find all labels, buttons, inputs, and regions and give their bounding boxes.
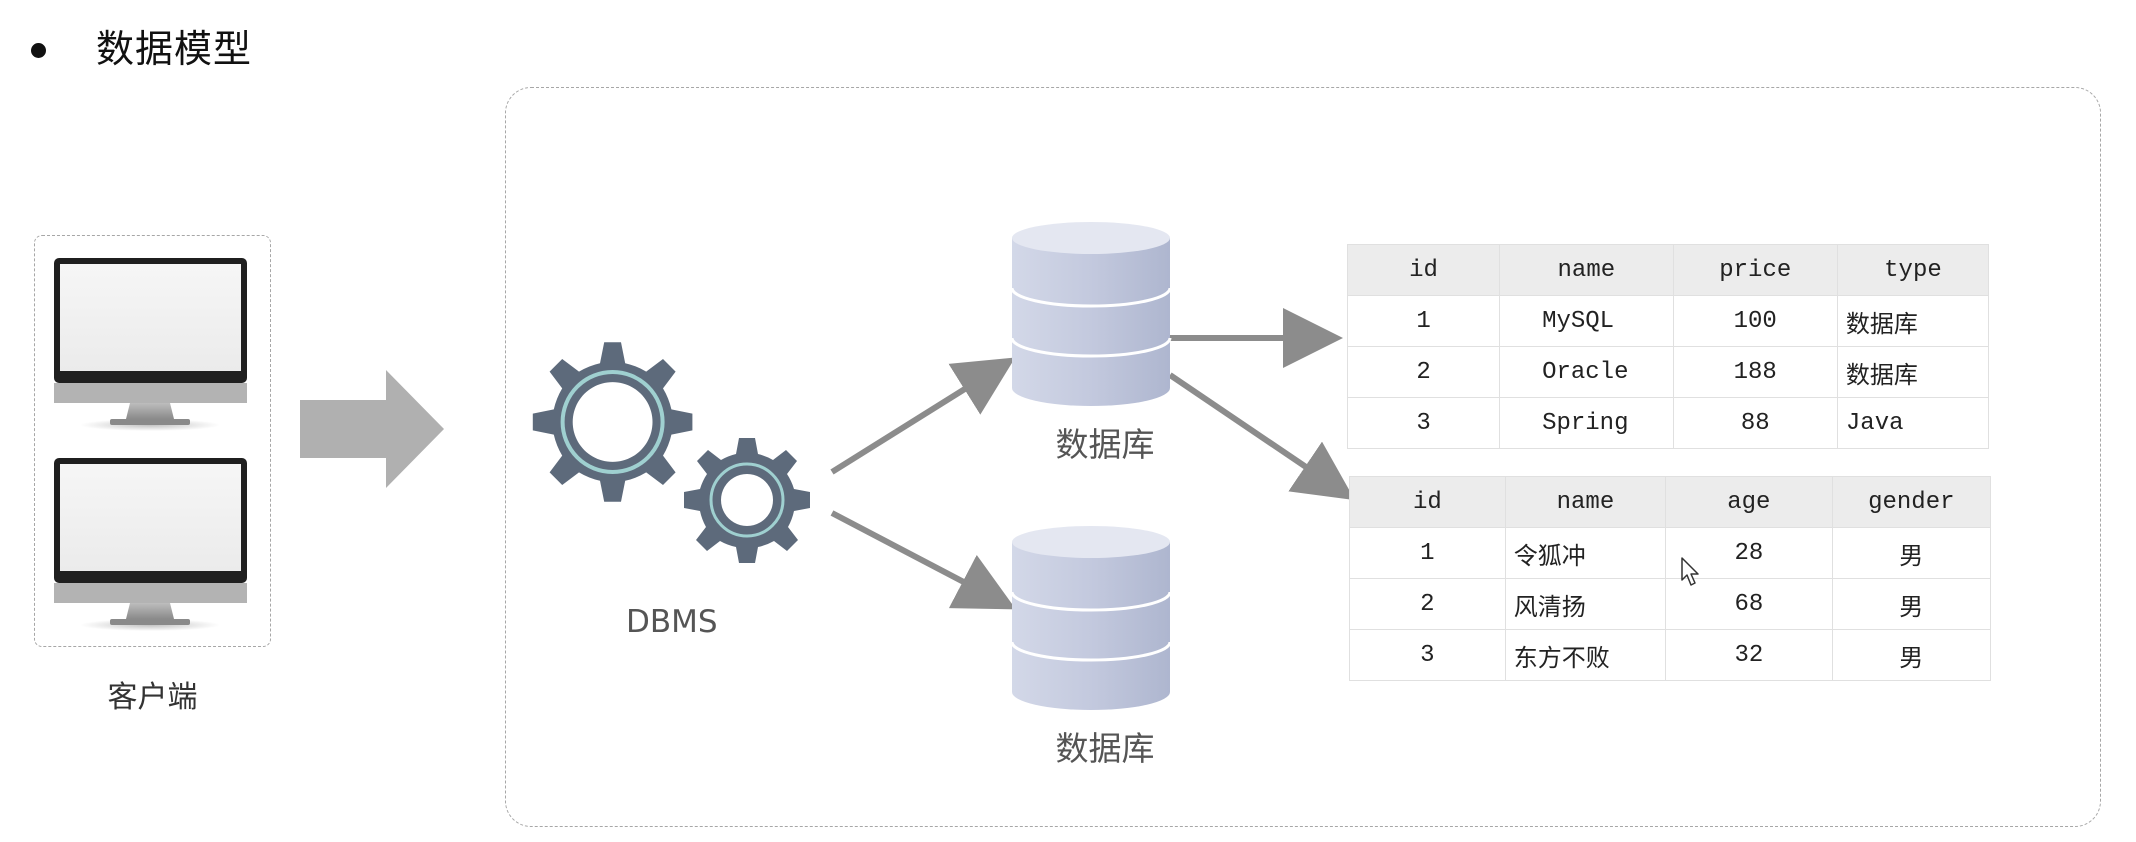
table-header-row: id name price type (1346, 244, 1990, 296)
database-label: 数据库 (1055, 425, 1155, 464)
column-header: name (1504, 476, 1667, 528)
column-header: id (1349, 476, 1506, 528)
table-row: 2 Oracle 188 数据库 (1346, 346, 1990, 398)
table-cell: 3 (1349, 629, 1506, 681)
database-label: 数据库 (1055, 729, 1155, 768)
table-cell: 令狐冲 (1504, 527, 1667, 579)
table-cell: 风清扬 (1504, 578, 1667, 630)
column-header: name (1499, 244, 1674, 296)
page-title: 数据模型 (96, 27, 253, 71)
column-header: type (1836, 244, 1990, 296)
table-cell: 数据库 (1836, 346, 1990, 398)
table-header-row: id name age gender (1349, 476, 1992, 528)
table-cell: Spring (1499, 397, 1674, 449)
arrow-icon (830, 510, 1016, 610)
column-header: price (1672, 244, 1838, 296)
table-cell: 32 (1665, 629, 1833, 681)
table-cell: MySQL (1499, 295, 1674, 347)
mouse-cursor-icon (1681, 557, 1699, 586)
table-cell: Oracle (1499, 346, 1674, 398)
table-cell: 88 (1672, 397, 1838, 449)
table-row: 1 MySQL 100 数据库 (1346, 295, 1990, 347)
table-cell: 1 (1349, 527, 1506, 579)
gears-icon (532, 342, 810, 563)
monitor-icon (54, 258, 247, 431)
product-table: id name price type 1 MySQL 100 数据库 2 Ora… (1346, 244, 1990, 449)
table-cell: 男 (1831, 578, 1992, 630)
dbms-box (505, 87, 2101, 827)
table-row: 3 东方不败 32 男 (1349, 629, 1992, 681)
table-cell: 男 (1831, 527, 1992, 579)
column-header: gender (1831, 476, 1992, 528)
table-cell: 男 (1831, 629, 1992, 681)
column-header: age (1665, 476, 1833, 528)
user-table: id name age gender 1 令狐冲 28 男 2 风清扬 68 男… (1349, 476, 1992, 681)
table-row: 1 令狐冲 28 男 (1349, 527, 1992, 579)
big-arrow-icon (300, 370, 444, 488)
table-cell: 28 (1665, 527, 1833, 579)
table-cell: 1 (1346, 295, 1501, 347)
table-cell: 数据库 (1836, 295, 1990, 347)
column-header: id (1346, 244, 1501, 296)
client-box (34, 235, 271, 647)
title-bullet (31, 43, 46, 58)
gear-icon (532, 342, 693, 502)
table-cell: Java (1836, 397, 1990, 449)
table-cell: 3 (1346, 397, 1501, 449)
table-cell: 68 (1665, 578, 1833, 630)
table-row: 2 风清扬 68 男 (1349, 578, 1992, 630)
database-icon (1010, 222, 1172, 406)
gear-icon (684, 438, 810, 563)
table-cell: 2 (1349, 578, 1506, 630)
dbms-label: DBMS (626, 604, 718, 640)
table-cell: 2 (1346, 346, 1501, 398)
table-row: 3 Spring 88 Java (1346, 397, 1990, 449)
database-icon (1010, 526, 1172, 710)
client-monitors (54, 258, 247, 631)
arrow-icon (830, 357, 1016, 475)
monitor-icon (54, 458, 247, 631)
arrow-icon (1168, 372, 1355, 501)
table-cell: 188 (1672, 346, 1838, 398)
table-cell: 100 (1672, 295, 1838, 347)
client-label: 客户端 (107, 680, 198, 715)
table-cell: 东方不败 (1504, 629, 1667, 681)
